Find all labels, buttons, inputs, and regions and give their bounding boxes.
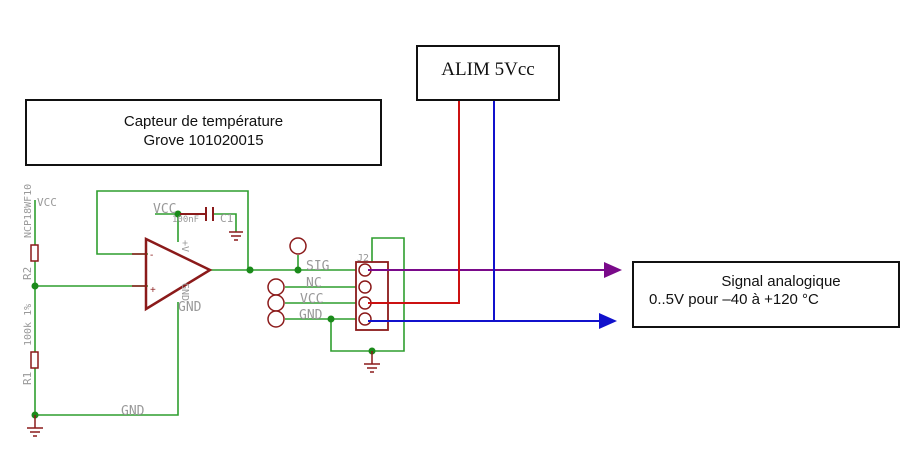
gnd-opamp-label: GND <box>178 300 202 315</box>
pad-icon <box>267 278 285 296</box>
pin-label-vcc: VCC <box>300 292 323 307</box>
wire-gnd-bottom <box>35 302 179 416</box>
sensor-title-line2: Grove 101020015 <box>143 132 264 149</box>
gnd-arrow-icon <box>599 313 617 329</box>
junctions <box>31 210 376 419</box>
output-signal-line2: 0..5V pour –40 à +120 °C <box>649 291 819 308</box>
wire-c1-gnd <box>214 213 237 232</box>
junction <box>31 282 39 290</box>
output-signal-box: Signal analogique 0..5V pour –40 à +120 … <box>632 261 900 328</box>
opamp: - + +V GND <box>132 237 213 312</box>
sensor-title-line1: Capteur de température <box>123 113 284 130</box>
opamp-minus-label: - <box>150 250 153 261</box>
r2-value-label: NCP18WF10 <box>23 184 34 238</box>
resistor-r2 <box>30 244 39 262</box>
pads <box>267 237 307 328</box>
opamp-plus-label: + <box>150 285 156 296</box>
pad-icon <box>267 294 285 312</box>
output-signal-line1: Signal analogique <box>721 273 841 290</box>
vcc-left-label: VCC <box>37 196 57 209</box>
pad-icon <box>289 237 307 255</box>
pin-label-sig: SIG <box>306 259 330 274</box>
vcc-wire <box>368 101 460 304</box>
r2-label: R2 <box>21 267 34 280</box>
vcc-top-label: VCC <box>153 202 176 217</box>
connector-j2: J2 <box>355 253 389 331</box>
ground-symbols <box>27 231 380 437</box>
signal-arrow-icon <box>604 262 622 278</box>
pad-icon <box>267 310 285 328</box>
connector-name: J2 <box>357 253 369 264</box>
wire-feedback <box>96 190 249 270</box>
ground-icon <box>229 231 243 241</box>
power-supply-box: ALIM 5Vcc <box>416 45 560 101</box>
wire-connector-gnd <box>330 237 405 352</box>
r1-label: R1 <box>21 372 34 385</box>
junction <box>327 315 335 323</box>
r1-value-label: 100k 1% <box>23 304 34 346</box>
ground-icon <box>27 415 43 437</box>
junction <box>246 266 254 274</box>
cap-value-label: 100nF <box>172 215 199 225</box>
gnd-bottom-label: GND <box>121 404 145 419</box>
pin-label-nc: NC <box>306 276 322 291</box>
resistor-r1 <box>30 351 39 369</box>
ground-icon <box>364 351 380 373</box>
power-supply-label: ALIM 5Vcc <box>441 59 535 80</box>
cap-name-label: C1 <box>220 212 233 225</box>
opamp-vplus-label: +V <box>179 240 190 252</box>
wires <box>34 190 405 416</box>
capacitor-c1 <box>180 207 214 221</box>
junction <box>294 266 302 274</box>
pin-label-gnd: GND <box>299 308 323 323</box>
junction <box>174 210 182 218</box>
sensor-title-box: Capteur de température Grove 101020015 <box>25 99 382 166</box>
opamp-gnd-pin-label: GND <box>179 283 190 301</box>
